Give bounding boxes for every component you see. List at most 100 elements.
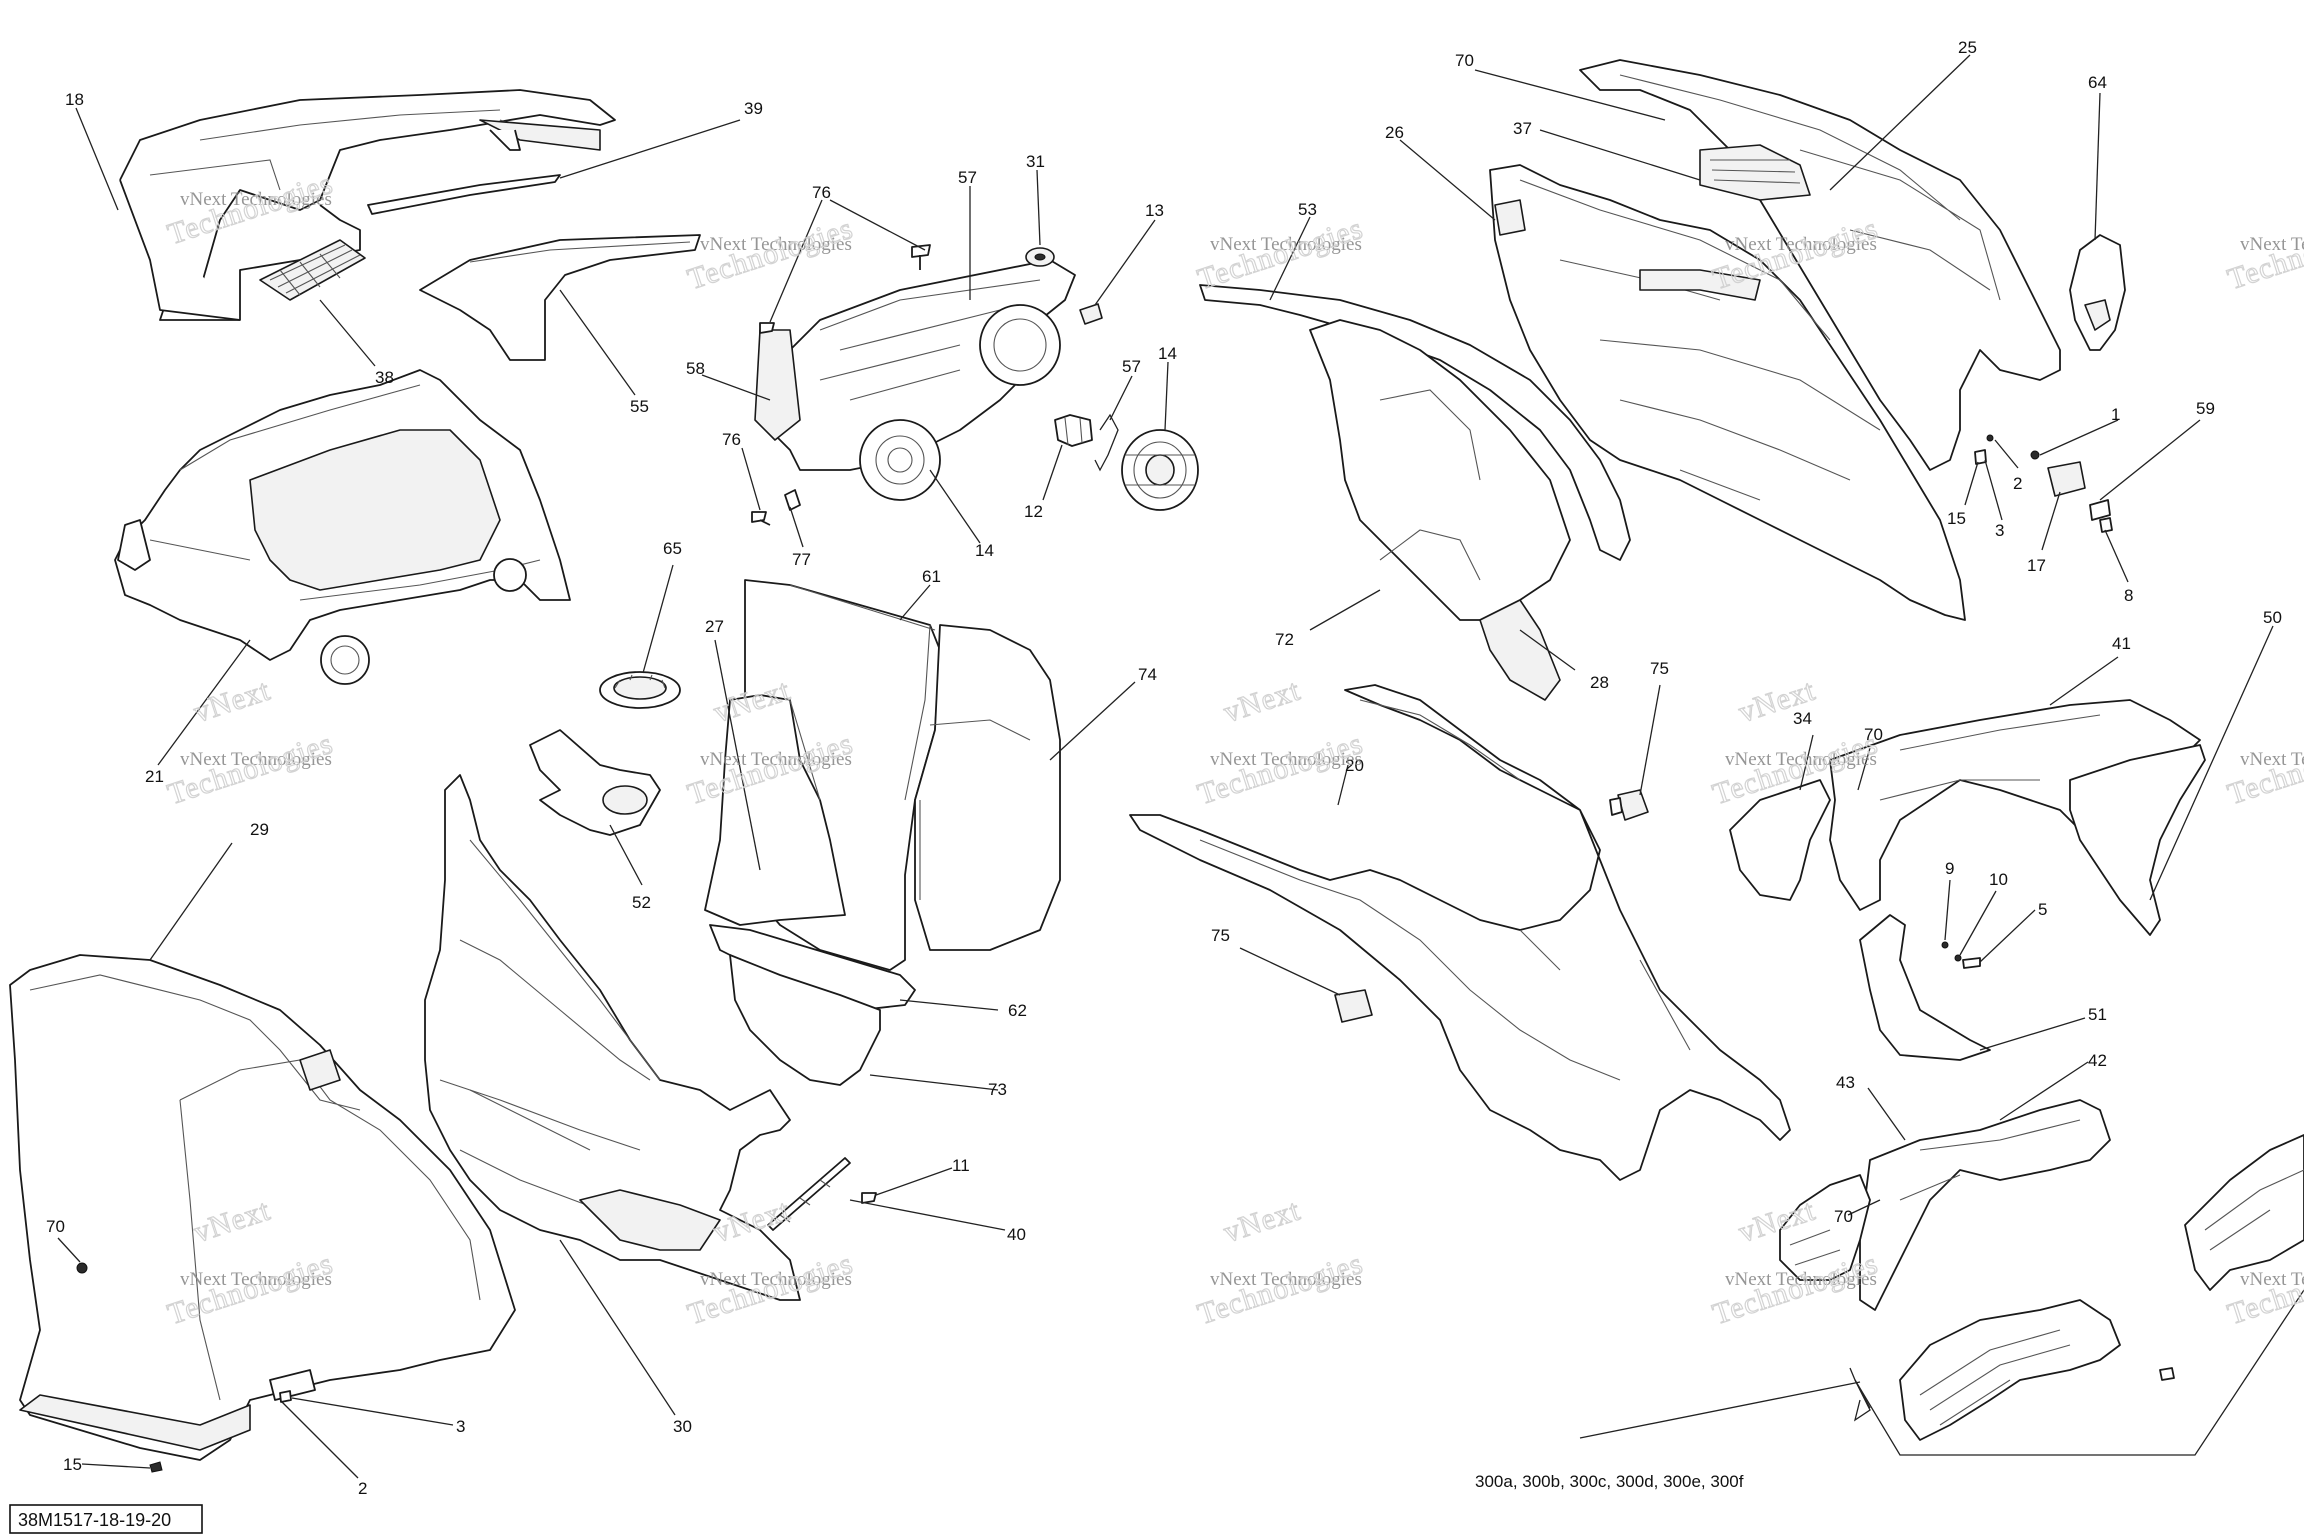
callout: 59 xyxy=(2196,399,2215,418)
watermark-text: vNext Technologies xyxy=(700,234,852,255)
part-64-side-piece[interactable] xyxy=(2069,234,2126,351)
callout: 3 xyxy=(456,1417,465,1436)
callout: 14 xyxy=(1158,344,1177,363)
part-2-3-15-hardware[interactable] xyxy=(149,434,1994,1473)
part-41-panel[interactable] xyxy=(1829,699,2201,911)
watermark-text: vNext Technologies xyxy=(1210,234,1362,255)
callout: 72 xyxy=(1275,630,1294,649)
callout: 27 xyxy=(705,617,724,636)
part-13-cap[interactable] xyxy=(1079,303,1103,325)
watermark-text: vNext Technologies xyxy=(2240,749,2304,770)
leader-lines xyxy=(57,54,2304,1479)
callout: 58 xyxy=(686,359,705,378)
part-25-nose[interactable] xyxy=(1579,59,2061,471)
watermark-text: vNext Technologies xyxy=(1210,1269,1362,1290)
watermark-text: vNext Technologies xyxy=(1725,234,1877,255)
callout: 31 xyxy=(1026,152,1045,171)
callout: 5 xyxy=(2038,900,2047,919)
part-300-decal-b[interactable] xyxy=(2184,1134,2304,1291)
part-28-panel[interactable] xyxy=(1479,599,1561,701)
callout: 3 xyxy=(1995,521,2004,540)
callout: 76 xyxy=(812,183,831,202)
part-75-connector-a[interactable] xyxy=(1609,789,1649,821)
callout: 38 xyxy=(375,368,394,387)
callout: 52 xyxy=(632,893,651,912)
callout: 2 xyxy=(358,1479,367,1498)
part-11-screw[interactable] xyxy=(861,1192,877,1204)
diagram-code-box: 38M1517-18-19-20 xyxy=(9,1504,203,1534)
part-52-bracket[interactable] xyxy=(529,729,661,836)
part-34-panel[interactable] xyxy=(1729,779,1831,901)
watermark-text: vNext Technologies xyxy=(180,749,332,770)
part-75-connector-b[interactable] xyxy=(1334,989,1373,1023)
part-300-decal-a[interactable] xyxy=(1899,1299,2121,1441)
part-55-deflector[interactable] xyxy=(419,234,701,361)
callout: 74 xyxy=(1138,665,1157,684)
watermark-text: vNext Technologies xyxy=(700,749,852,770)
variants-label: 300a, 300b, 300c, 300d, 300e, 300f xyxy=(1475,1472,1744,1491)
callout: 15 xyxy=(1947,509,1966,528)
watermark-text: vNext Technologies xyxy=(1725,749,1877,770)
callout: 40 xyxy=(1007,1225,1026,1244)
part-59-clip[interactable] xyxy=(2089,499,2111,521)
callout: 73 xyxy=(988,1080,1007,1099)
callout: 21 xyxy=(145,767,164,786)
callout: 15 xyxy=(63,1455,82,1474)
part-14-bulb-cover[interactable] xyxy=(1121,429,1199,511)
part-38-grille[interactable] xyxy=(259,239,366,301)
part-73-deflector[interactable] xyxy=(729,954,881,1086)
watermark-text: vNext xyxy=(1220,674,1305,730)
part-57-headlight-housing[interactable] xyxy=(754,259,1076,501)
callout: 28 xyxy=(1590,673,1609,692)
callout: 18 xyxy=(65,90,84,109)
watermark-text: vNext Technologies xyxy=(180,1269,332,1290)
callout: 12 xyxy=(1024,502,1043,521)
part-43-cover[interactable] xyxy=(1779,1174,1871,1281)
part-20-center-cover[interactable] xyxy=(1129,684,1791,1181)
callout: 42 xyxy=(2088,1051,2107,1070)
callout: 14 xyxy=(975,541,994,560)
callout: 75 xyxy=(1650,659,1669,678)
callout: 2 xyxy=(2013,474,2022,493)
part-21-instrument-bezel[interactable] xyxy=(114,369,571,685)
callout: 76 xyxy=(722,430,741,449)
watermark-text: vNext Technologies xyxy=(1725,1269,1877,1290)
callout: 10 xyxy=(1989,870,2008,889)
part-31-grommet[interactable] xyxy=(1025,247,1055,267)
diagram-code: 38M1517-18-19-20 xyxy=(18,1510,171,1530)
callout: 70 xyxy=(1455,51,1474,70)
callout: 70 xyxy=(46,1217,65,1236)
callout: 53 xyxy=(1298,200,1317,219)
part-12-bulb[interactable] xyxy=(1054,414,1093,447)
part-1-screw[interactable] xyxy=(2030,450,2040,460)
callout: 57 xyxy=(1122,357,1141,376)
part-57-spring-clip[interactable] xyxy=(1094,413,1119,472)
part-30-lower-fairing[interactable] xyxy=(424,774,801,1301)
part-76-screw-a[interactable] xyxy=(911,244,931,270)
callout: 70 xyxy=(1864,725,1883,744)
part-51-deflector[interactable] xyxy=(1859,914,1991,1061)
part-76-screw-b[interactable] xyxy=(751,322,775,526)
part-42-cover[interactable] xyxy=(1859,1099,2111,1311)
watermark-text: vNext Technologies xyxy=(2240,234,2304,255)
part-39-strip[interactable] xyxy=(367,174,561,215)
part-65-ring-nut[interactable] xyxy=(599,671,681,709)
part-27-lower-panel[interactable] xyxy=(704,694,846,926)
part-26-front-panel[interactable] xyxy=(1489,164,1966,621)
watermark-text: vNext Technologies xyxy=(2240,1269,2304,1290)
part-74-side-panel[interactable] xyxy=(914,624,1061,951)
callout: 13 xyxy=(1145,201,1164,220)
watermark-text: vNext Technologies xyxy=(180,189,332,210)
part-40-rod[interactable] xyxy=(767,1157,851,1231)
callout: 37 xyxy=(1513,119,1532,138)
part-72-panel[interactable] xyxy=(1309,319,1571,621)
part-17-clip[interactable] xyxy=(2047,461,2086,497)
part-18-upper-cover[interactable] xyxy=(119,89,616,321)
callout: 11 xyxy=(952,1156,970,1175)
part-9-10-5-hardware[interactable] xyxy=(1941,941,1981,969)
part-8-screw[interactable] xyxy=(2099,517,2113,533)
part-50-panel[interactable] xyxy=(2069,744,2206,936)
part-300-screw[interactable] xyxy=(2159,1367,2175,1381)
callout: 9 xyxy=(1945,859,1954,878)
part-77-clip[interactable] xyxy=(784,489,801,511)
